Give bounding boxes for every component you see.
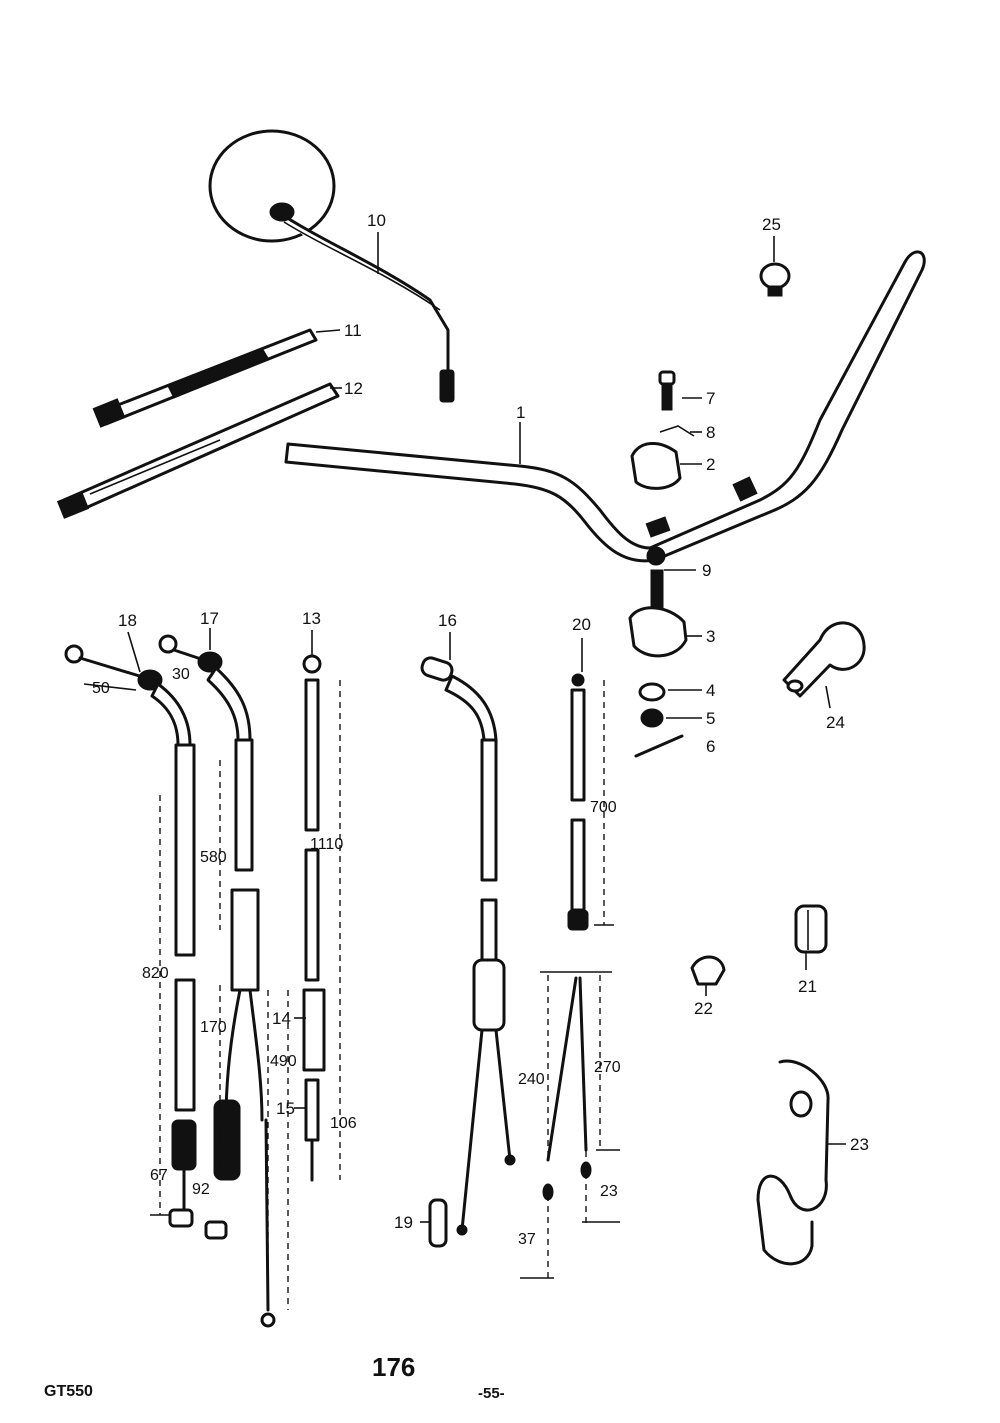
callout-20: 20 [572,615,591,634]
mirror-stem [276,210,450,372]
callout-7: 7 [706,389,715,408]
dimension-lines [83,680,620,1310]
upper-clamp-2 [630,442,682,490]
callout-10: 10 [367,211,386,230]
dim-580: 580 [200,849,227,866]
clamp-bolt-7 [658,370,676,411]
dim-1110: 1110 [310,836,343,853]
dimension-labels: 50 30 820 580 1110 700 170 490 106 240 2… [92,666,621,1248]
callout-2: 2 [706,455,715,474]
callout-16: 16 [438,611,457,630]
figure-number: 176 [372,1352,415,1382]
callout-19: 19 [394,1213,413,1232]
boot-19 [428,1198,448,1248]
model-code: GT550 [44,1383,93,1400]
callout-12: 12 [344,379,363,398]
callout-8: 8 [706,423,715,442]
clamp-24 [782,621,866,698]
mirror-assembly [208,129,455,403]
footer: GT550 176 -55- [44,1352,505,1402]
callout-5: 5 [706,709,715,728]
callout-14: 14 [272,1009,291,1028]
callout-18: 18 [118,611,137,630]
holder-bolt-9 [646,546,666,611]
clamp-21 [794,904,828,954]
callout-6: 6 [706,737,715,756]
dim-490: 490 [270,1053,297,1070]
dim-170: 170 [200,1019,227,1036]
mirror-joint [269,202,295,222]
dim-30: 30 [172,666,190,683]
cable-18 [64,644,197,1228]
dim-92: 92 [192,1181,210,1198]
cable-17 [158,634,276,1328]
grip-band-11 [92,328,318,428]
dim-106: 106 [330,1115,357,1132]
lock-washer-8 [659,425,695,437]
clamp-23 [756,1059,830,1266]
pin-6 [634,734,684,758]
handlebar [284,250,926,563]
washer-4 [638,682,666,702]
callout-21: 21 [798,977,817,996]
callout-1: 1 [516,403,525,422]
cable-13 [302,654,326,1182]
callout-15: 15 [276,1099,295,1118]
mirror-mount-bolt [439,369,455,403]
cushion-5 [640,708,664,728]
callout-23: 23 [850,1135,869,1154]
grip-band-12 [56,382,340,519]
dim-240: 240 [518,1071,545,1088]
clamp-22 [690,955,726,986]
cable-16 [420,656,516,1236]
callout-24: 24 [826,713,845,732]
dim-50: 50 [92,680,110,697]
callout-4: 4 [706,681,715,700]
dim-37: 37 [518,1231,536,1248]
cable-20 [542,673,592,1201]
dim-23: 23 [600,1183,618,1200]
callout-3: 3 [706,627,715,646]
dim-67: 67 [150,1167,168,1184]
dim-270: 270 [594,1059,621,1076]
plug-25 [759,262,791,297]
leader-lines [127,232,846,1223]
callout-11: 11 [344,321,362,340]
dim-700: 700 [590,799,617,816]
page-number: -55- [478,1385,505,1402]
callout-labels: 1 2 3 4 5 6 7 8 9 10 11 12 13 14 15 16 1… [118,211,869,1232]
dim-820: 820 [142,965,169,982]
callout-22: 22 [694,999,713,1018]
callout-25: 25 [762,215,781,234]
callout-9: 9 [702,561,711,580]
callout-13: 13 [302,609,321,628]
mirror-head [208,129,336,243]
callout-17: 17 [200,609,219,628]
lower-holder-3 [628,606,688,658]
